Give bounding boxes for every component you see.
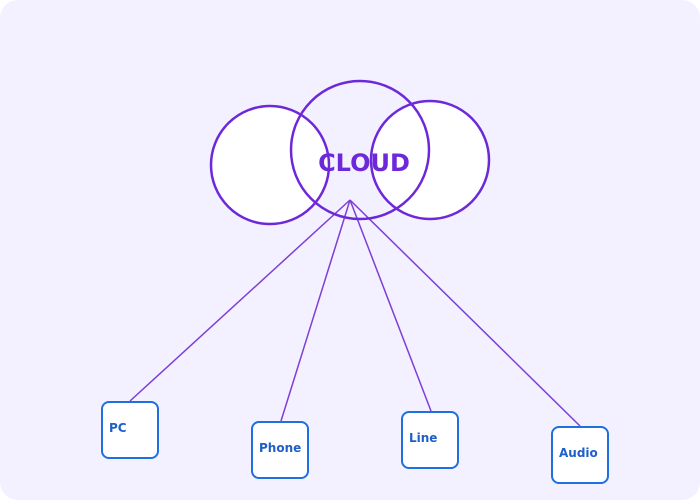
cloud-shape [209,79,491,226]
node-audio-label: Audio [559,446,598,460]
connector-pc [129,199,351,402]
node-phone[interactable]: Phone [251,421,309,479]
node-phone-label: Phone [259,441,302,455]
node-line[interactable]: Line [401,411,459,469]
cloud-circle-left [209,104,331,226]
cloud-circle-center [289,79,431,221]
cloud-label: CLOUD [318,149,410,177]
connector-phone [280,199,351,422]
node-line-label: Line [409,431,438,445]
node-audio[interactable]: Audio [551,426,609,484]
connector-audio [349,199,581,427]
node-pc[interactable]: PC [101,401,159,459]
node-pc-label: PC [109,421,127,435]
cloud-circle-right [369,99,491,221]
connector-line [349,199,432,412]
